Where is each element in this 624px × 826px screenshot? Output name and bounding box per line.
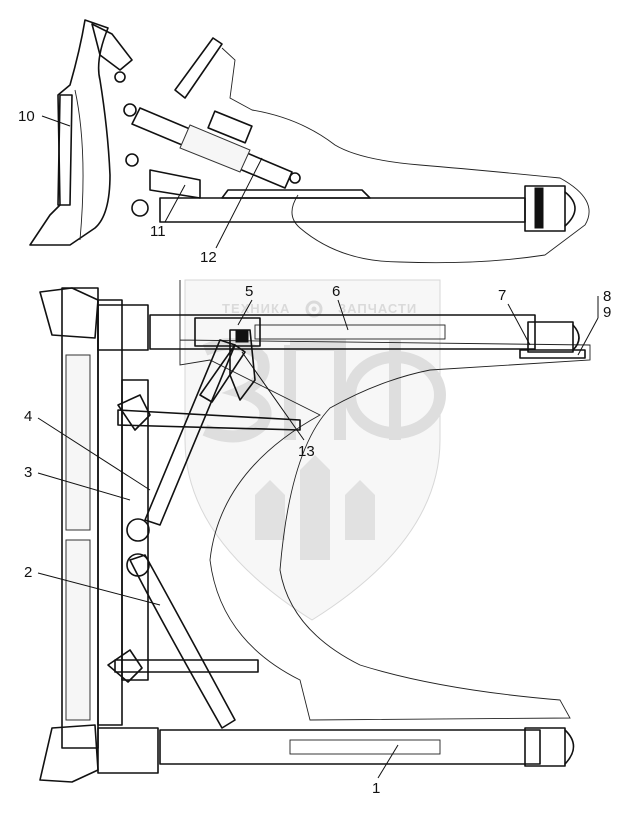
lower-push-arm	[159, 729, 541, 765]
lift-cylinder-block	[207, 110, 253, 144]
leader-12	[215, 157, 263, 249]
blade-bracket-top	[97, 304, 149, 351]
watermark-logo-letters	[202, 338, 446, 443]
ball-joint	[126, 518, 150, 542]
tractor-body-outline	[221, 47, 590, 264]
callout-1: 1	[372, 780, 380, 797]
lift-mount-block	[235, 329, 249, 343]
lift-cylinder-body	[179, 124, 251, 173]
side-view-assembly	[29, 19, 590, 264]
callout-10: 10	[18, 108, 35, 125]
rear-bracket	[524, 185, 566, 232]
callout-7: 7	[498, 287, 506, 304]
leader-6	[337, 299, 349, 331]
lift-link	[199, 344, 246, 403]
pivot-pin	[123, 103, 137, 117]
upper-strut	[174, 37, 223, 99]
callout-12: 12	[200, 249, 217, 266]
watermark: ТЕХНИКА ЗАПЧАСТИ	[184, 279, 446, 621]
callout-9: 9	[603, 304, 611, 321]
pivot-pin	[131, 199, 149, 217]
tilt-cylinder-lower	[114, 659, 259, 673]
plan-blade-frame	[97, 299, 123, 726]
upper-arm-inner	[254, 324, 446, 340]
blade-bracket-bottom	[97, 727, 159, 774]
lower-rear-bracket	[524, 727, 566, 767]
leader-4	[37, 417, 151, 491]
callout-3: 3	[24, 464, 32, 481]
frame-plate	[221, 189, 371, 199]
push-arm	[149, 169, 201, 199]
leader-1	[377, 744, 399, 779]
wheat-ear-icon	[255, 455, 375, 560]
blade-end-top	[39, 287, 99, 339]
leader-5	[237, 299, 253, 326]
callout-4: 4	[24, 408, 32, 425]
side-blade-top	[91, 23, 133, 71]
plan-blade-face-upper	[65, 354, 91, 531]
leader-10	[41, 115, 71, 127]
lower-brace	[129, 554, 236, 729]
tilt-cylinder-head-lower	[107, 649, 143, 683]
callout-13: 13	[298, 443, 315, 460]
pivot-pin	[125, 153, 139, 167]
watermark-right-word: ЗАПЧАСТИ	[338, 301, 417, 316]
side-frame	[159, 197, 526, 223]
centre-beam	[121, 379, 149, 681]
plan-view-assembly	[39, 280, 591, 783]
ball-joint	[126, 553, 150, 577]
leader-8-9-tail	[577, 317, 599, 356]
callouts: 10 11 12 5 6 7 8 9 13 4 3 2 1	[18, 108, 611, 797]
side-blade-edge	[74, 89, 84, 241]
leader-3	[37, 472, 131, 501]
lower-rear-cap	[564, 729, 575, 765]
upper-rear-cap	[572, 324, 580, 351]
upper-arm-joint	[194, 317, 261, 347]
upper-rear-bracket	[527, 321, 574, 353]
rear-bracket-inner	[534, 187, 544, 229]
tilt-cylinder-head-upper	[117, 394, 151, 431]
pivot-pin	[289, 172, 301, 184]
leader-2	[37, 572, 161, 606]
callout-5: 5	[245, 283, 253, 300]
pivot-pin	[114, 71, 126, 83]
blade-end-bottom	[39, 724, 99, 783]
callout-11: 11	[150, 223, 166, 240]
upper-rear-plate	[519, 349, 586, 359]
callout-6: 6	[332, 283, 340, 300]
leader-7	[507, 303, 531, 346]
side-blade-face	[57, 94, 73, 206]
watermark-left-word: ТЕХНИКА	[222, 301, 290, 316]
plan-blade-face-lower	[65, 539, 91, 721]
rear-cap	[564, 191, 576, 227]
callout-8: 8	[603, 288, 611, 305]
gear-icon	[305, 300, 323, 318]
leader-13	[241, 351, 305, 441]
leader-11	[164, 184, 186, 223]
callout-2: 2	[24, 564, 32, 581]
lower-arm-inner	[289, 739, 441, 755]
tilt-cylinder-upper	[117, 409, 301, 431]
side-blade	[29, 19, 111, 246]
